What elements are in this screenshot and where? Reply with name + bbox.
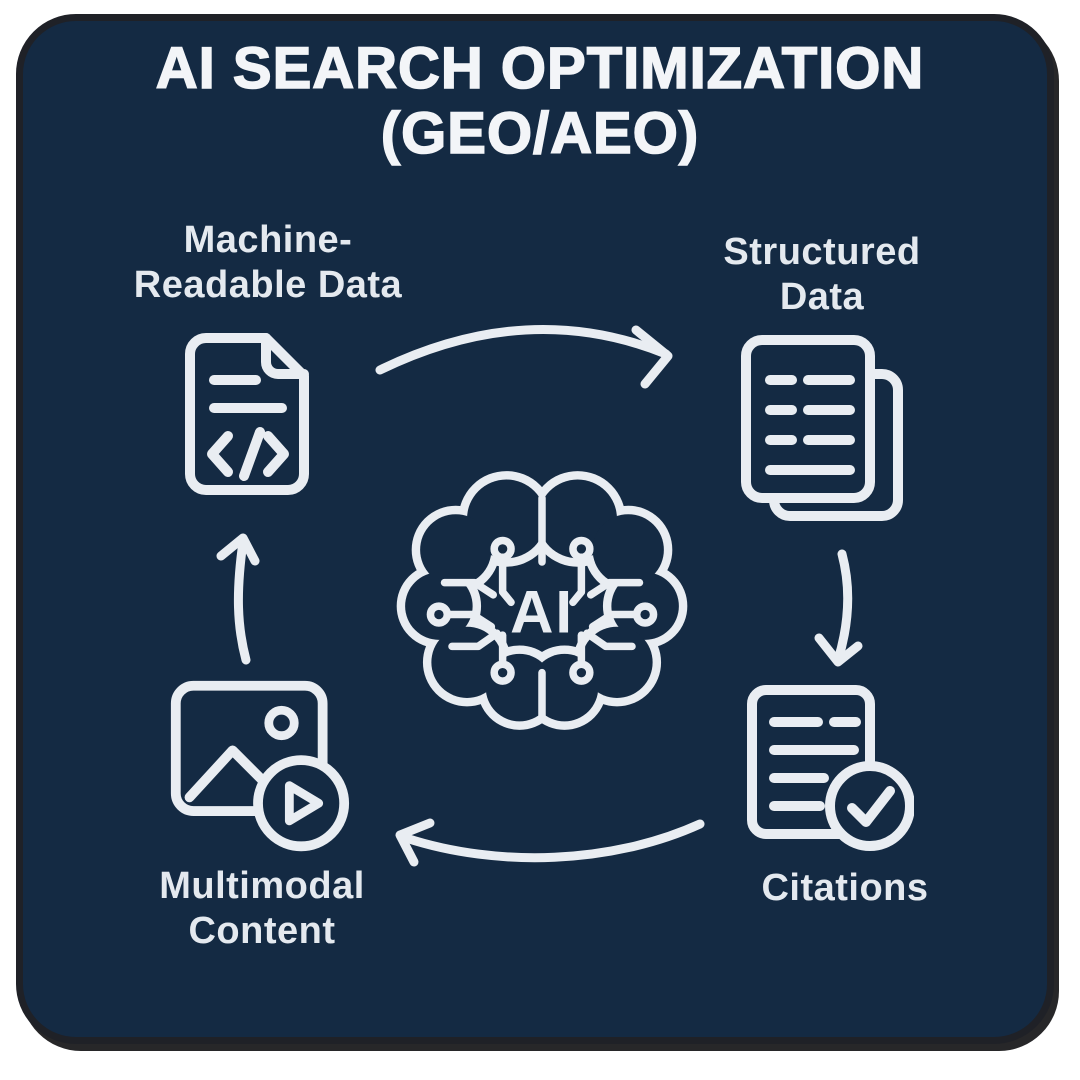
page-title-line1: AI SEARCH OPTIMIZATION	[155, 35, 925, 102]
label-citations: Citations	[695, 866, 995, 911]
document-checkmark-icon	[747, 685, 914, 851]
image-video-play-icon	[170, 680, 350, 852]
label-line: Structured	[723, 231, 921, 273]
ai-label: AI	[510, 578, 574, 645]
stacked-documents-icon	[741, 335, 903, 521]
label-line: Citations	[761, 867, 929, 909]
ai-brain-circuit-icon: AI	[396, 471, 688, 730]
arrow-citations-to-multimodal	[395, 818, 705, 867]
page-title-line2: (GEO/AEO)	[380, 100, 700, 167]
label-line: Content	[188, 910, 336, 952]
label-line: Multimodal	[159, 865, 365, 907]
label-machine-readable-data: Machine- Readable Data	[98, 218, 438, 308]
label-line: Readable Data	[133, 264, 403, 306]
arrow-multimodal-to-machine	[216, 533, 260, 665]
arrow-structured-to-citations	[814, 549, 863, 667]
label-structured-data: Structured Data	[672, 230, 972, 320]
code-document-icon	[185, 333, 309, 495]
arrow-machine-to-structured	[375, 325, 673, 389]
circuit-traces	[426, 536, 658, 685]
label-line: Data	[779, 276, 865, 318]
page-title: AI SEARCH OPTIMIZATION (GEO/AEO)	[0, 35, 1080, 167]
label-multimodal-content: Multimodal Content	[92, 864, 432, 954]
label-line: Machine-	[183, 219, 353, 261]
